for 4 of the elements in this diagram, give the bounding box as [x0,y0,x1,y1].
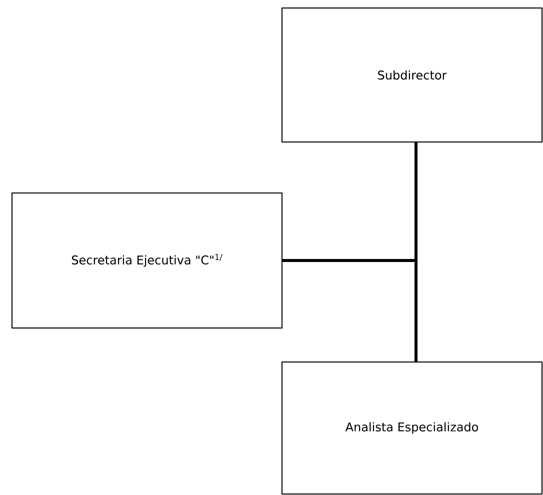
org-box: Subdirector [282,8,542,142]
connector-line [414,142,418,362]
org-box: Secretaria Ejecutiva "C"$^{1/}$ [12,192,282,328]
org-box: Analista Especializado [282,362,542,494]
